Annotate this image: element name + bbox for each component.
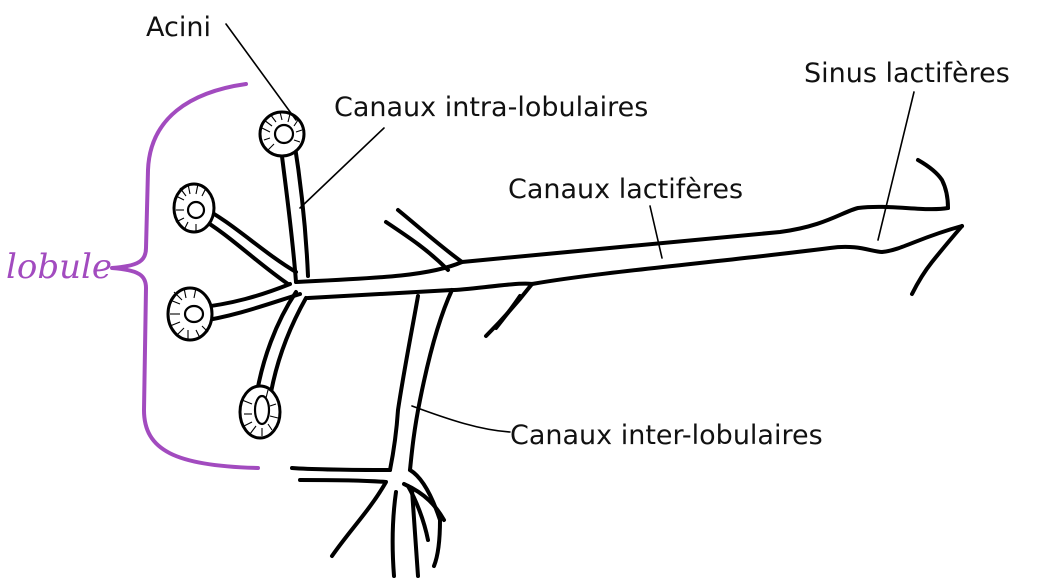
sinus-tip	[918, 160, 948, 208]
inter-lobular-duct-right-wall	[410, 290, 452, 470]
acinus-fourth	[240, 386, 280, 438]
lobule-brace	[112, 84, 258, 468]
label-lobule: lobule	[6, 247, 112, 287]
acinus-top	[260, 112, 304, 156]
label-canaux-intra-lobulaires: Canaux intra-lobulaires	[334, 92, 648, 123]
leader-canaux-inter-lobulaires	[412, 406, 510, 432]
acinus-second	[174, 184, 214, 232]
bottom-branch-left	[292, 468, 390, 470]
bottom-branch-right2	[408, 486, 428, 540]
label-sinus-lactiferes: Sinus lactifères	[804, 58, 1010, 89]
acinus-third	[168, 288, 212, 340]
intra-duct-top-left-wall	[280, 140, 296, 282]
sinus-lower-tip	[912, 226, 962, 294]
bottom-branch-mid	[393, 492, 396, 576]
leader-acini	[226, 24, 296, 120]
leader-sinus-lactiferes	[878, 92, 914, 240]
leader-canaux-intra-lobulaires	[300, 128, 384, 208]
label-canaux-inter-lobulaires: Canaux inter-lobulaires	[510, 420, 823, 451]
intra-duct-fourth-right-wall	[270, 298, 306, 398]
label-acini: Acini	[146, 12, 211, 43]
bottom-branch-left-lower	[300, 480, 386, 556]
leader-canaux-lactiferes	[650, 206, 662, 258]
label-canaux-lactiferes: Canaux lactifères	[508, 174, 743, 205]
intra-duct-second-lower-wall	[200, 218, 288, 284]
lower-side-branch-b	[496, 296, 520, 328]
